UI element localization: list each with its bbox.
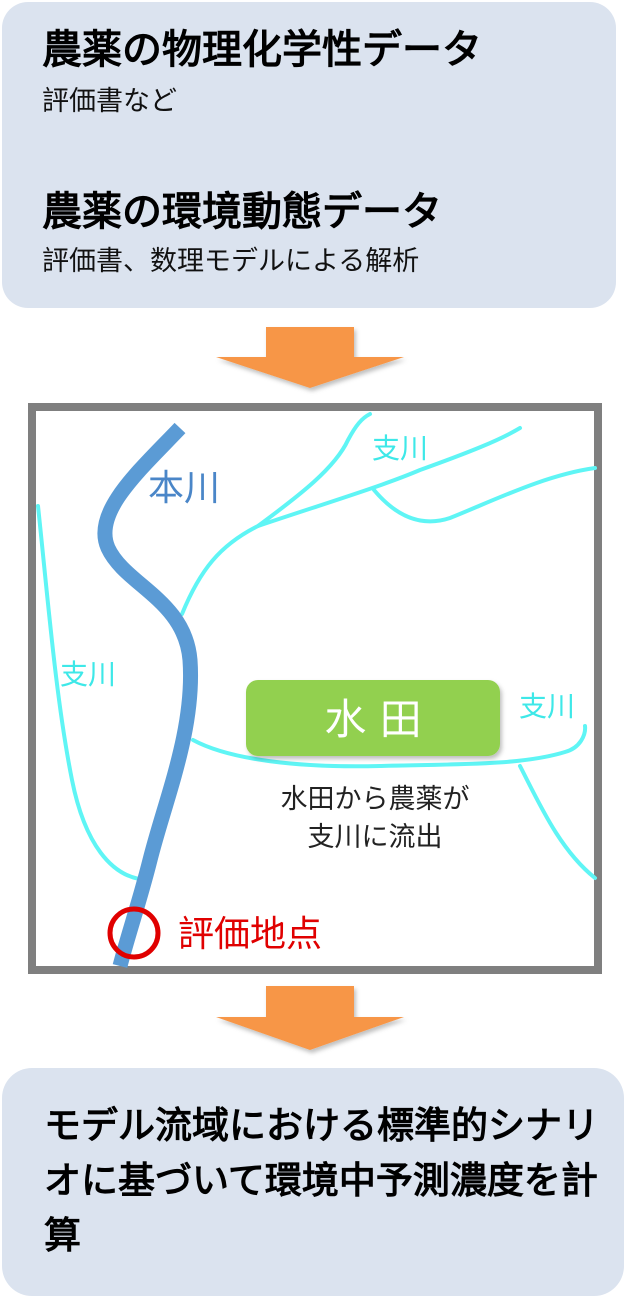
down-arrow-2 <box>216 986 404 1050</box>
paddy-field-label: 水 田 <box>324 695 421 744</box>
flow-note-line1: 水田から農薬が <box>281 784 470 815</box>
tributary-upper-b <box>256 426 522 528</box>
down-arrow-1 <box>216 327 404 388</box>
tributary-left <box>36 504 152 882</box>
environmental-fate-data-heading: 農薬の環境動態データ <box>42 189 442 235</box>
evaluation-point-label: 評価地点 <box>178 914 322 955</box>
tributary-upper-c <box>372 466 597 524</box>
result-panel <box>2 1068 624 1296</box>
main-river-label: 本川 <box>148 468 220 509</box>
environmental-fate-data-source: 評価書、数理モデルによる解析 <box>42 246 420 277</box>
main-river <box>97 422 199 968</box>
paddy-field <box>246 680 500 756</box>
input-data-panel <box>2 2 616 308</box>
flow-note-line2: 支川に流出 <box>308 822 443 853</box>
tributary-paddy-branch <box>518 764 597 880</box>
result-text: モデル流域における標準的シナリオに基づいて環境中予測濃度を計算 <box>44 1104 599 1257</box>
tributary-label-top: 支川 <box>372 432 428 465</box>
tributary-paddy <box>191 724 588 769</box>
physicochemical-data-heading: 農薬の物理化学性データ <box>42 27 482 73</box>
tributary-upper-a <box>180 412 372 616</box>
evaluation-point-marker <box>107 906 161 960</box>
physicochemical-data-source: 評価書など <box>42 86 177 117</box>
tributary-label-right: 支川 <box>519 690 575 723</box>
tributary-label-left: 支川 <box>60 658 116 691</box>
